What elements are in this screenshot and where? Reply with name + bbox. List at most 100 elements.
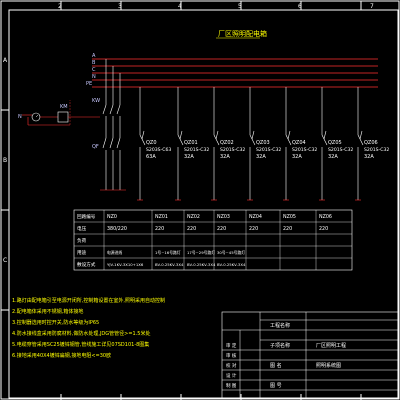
breaker-model: S201S-C32 — [220, 147, 245, 153]
table-cell: 17号~29号路灯 — [187, 250, 215, 255]
table-row-label: 电压 — [77, 225, 87, 232]
breaker-id: QZ06 — [364, 140, 378, 146]
table-cell: 电源进线 — [107, 250, 122, 255]
contactor-label: KM — [60, 104, 68, 110]
breaker-id: QZ0 — [146, 140, 157, 146]
breaker-model: S201S-C32 — [328, 147, 353, 153]
ruler-letter-left: A B C — [3, 57, 8, 264]
table-cell: BV-0.25KV-3X4 — [187, 262, 216, 267]
diagram-title: 厂区照明配电箱 — [218, 29, 267, 38]
table-cell: NZ02 — [187, 214, 200, 220]
breaker-model: S201S-C32 — [256, 147, 281, 153]
breaker-id: QZ02 — [220, 140, 234, 146]
busbars: A B C N PE — [86, 53, 378, 88]
note-3: 3.控制器选用时控开关,防水等级为IP65 — [12, 319, 99, 326]
table-cell: 220 — [283, 226, 292, 232]
main-switch-kw: KW QF — [92, 59, 126, 191]
ruler-top-4: 4 — [178, 3, 182, 10]
table-cell: NZ03 — [217, 214, 230, 220]
table-cell: BV-0.25KV-3X4 — [155, 262, 184, 267]
project-name-label: 工程名称 — [270, 322, 290, 329]
drawing-name-value: 照明系统图 — [316, 362, 341, 369]
breaker-rating: 32A — [256, 154, 266, 160]
ruler-top-3: 3 — [118, 3, 122, 10]
table-cell: NZ0 — [107, 214, 117, 220]
breaker-id: QZ05 — [328, 140, 342, 146]
table-cell: YJV-1KV-3X10+1X6 — [107, 262, 144, 267]
note-6: 6.接地采用40X4镀锌扁钢,接地电阻<=30欧 — [12, 352, 111, 359]
table-cell: NZ05 — [283, 214, 296, 220]
note-2: 2.配电箱体采用不锈钢,箱体接地 — [12, 308, 83, 315]
table-cell: NZ04 — [249, 214, 262, 220]
table-cell: 220 — [319, 226, 328, 232]
table-row-label: 用途 — [77, 249, 87, 256]
drawing-number-label: 图 号 — [270, 383, 282, 389]
breaker-rating: 32A — [292, 154, 302, 160]
table-cell: BV-0.25KV-3X4 — [217, 262, 246, 267]
breaker-id: QZ04 — [292, 140, 306, 146]
table-cell: 1号~16号路灯 — [155, 250, 181, 255]
ruler-top-7: 7 — [370, 3, 374, 10]
ruler-top-5: 5 — [238, 3, 242, 10]
kw-label: KW — [92, 98, 100, 104]
approver-label: 审 定 — [226, 342, 237, 349]
breaker-id: QZ03 — [256, 140, 270, 146]
subproject-value: 厂区照明工程 — [316, 342, 346, 349]
subproject-label: 子项名称 — [270, 342, 290, 349]
drawing-name-label: 图 名 — [270, 362, 282, 369]
neutral-label: N — [18, 114, 22, 120]
note-5: 5.电缆穿管采用SC25镀锌钢管,管线施工详见07SD101-8图集 — [12, 341, 149, 348]
bus-label-pe: PE — [86, 81, 92, 87]
bus-label-a: A — [92, 53, 96, 59]
ruler-left-b: B — [3, 157, 7, 164]
qf-label: QF — [92, 144, 99, 150]
breaker-model: S201S-C32 — [364, 147, 389, 153]
breaker-model: S201S-C32 — [292, 147, 317, 153]
table-cell: 220 — [217, 226, 226, 232]
bus-label-c: C — [92, 67, 96, 73]
ruler-left-c: C — [3, 257, 7, 264]
contactor-coil-icon — [57, 111, 69, 123]
table-cell: NZ06 — [319, 214, 332, 220]
bus-label-b: B — [92, 60, 96, 66]
reviewer-label: 审 核 — [226, 352, 237, 359]
design-notes: 1.路灯由配电箱引至电源开闭所,控制箱设置在室外,照明采用自动控制 2.配电箱体… — [12, 297, 165, 359]
designer-label: 设 计 — [226, 372, 237, 379]
ruler-left-a: A — [3, 57, 8, 64]
breaker-rating: 32A — [328, 154, 338, 160]
breaker-rating: 32A — [364, 154, 374, 160]
checker-label: 校 对 — [226, 362, 237, 369]
breaker-rating: 63A — [146, 154, 156, 160]
note-1: 1.路灯由配电箱引至电源开闭所,控制箱设置在室外,照明采用自动控制 — [12, 297, 165, 304]
table-cell: 220 — [249, 226, 258, 232]
drafter-label: 制 图 — [226, 382, 237, 389]
table-row-label: 负荷 — [77, 237, 87, 244]
table-cell: 380/220 — [107, 226, 127, 232]
control-circuit: N KM — [18, 100, 100, 126]
table-row-label: 敷设方式 — [77, 261, 96, 268]
ruler-top-6: 6 — [298, 3, 302, 10]
table-cell: 30号~45号路灯 — [217, 250, 245, 255]
breaker-model: S203S-C63 — [146, 147, 171, 153]
table-border — [73, 209, 353, 271]
note-4: 4.防水接线盒采用防腐材料,做防水处理,JDG管管径>=1.5米处 — [12, 330, 150, 337]
breaker-rating: 32A — [220, 154, 230, 160]
branch-breakers: QZ0S203S-C6363AQZ01S201S-C3232AQZ02S201S… — [137, 87, 389, 201]
breaker-id: QZ01 — [184, 140, 198, 146]
table-cell: 220 — [155, 226, 164, 232]
table-cell: NZ01 — [155, 214, 168, 220]
table-cell: 220 — [187, 226, 196, 232]
table-row-label: 回路编号 — [77, 213, 96, 220]
ruler-number-top: 2 3 4 5 6 7 — [58, 3, 374, 10]
